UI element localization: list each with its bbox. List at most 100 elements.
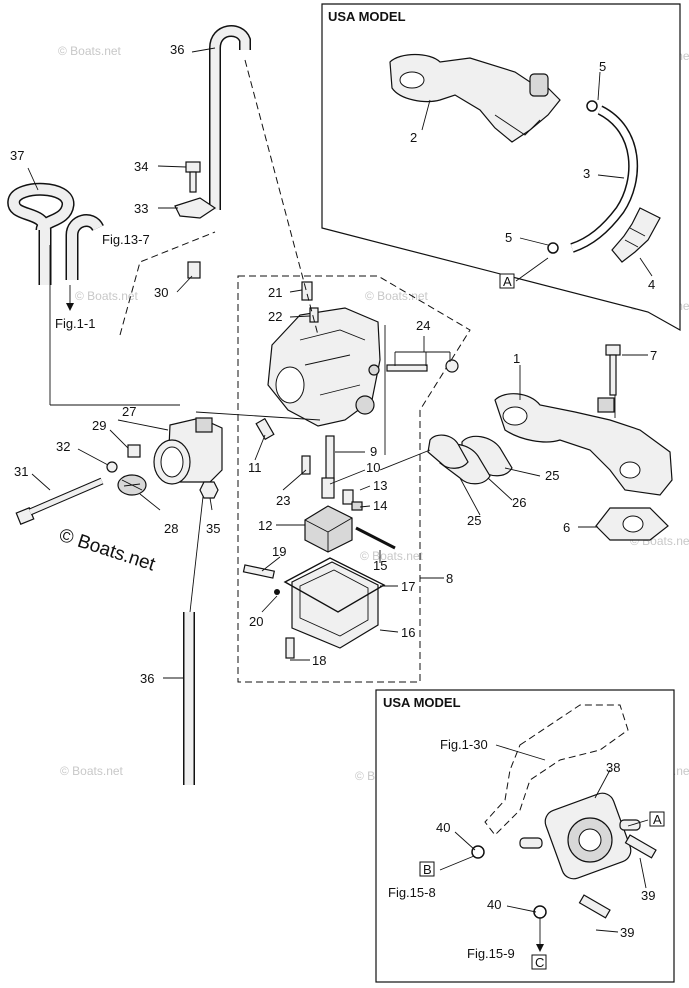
bolt-39: [578, 894, 611, 919]
bracket-33: [174, 197, 217, 219]
callout-11: 11: [248, 460, 262, 475]
pilot-screw-cap: [445, 359, 459, 373]
jet-23: [301, 455, 311, 475]
float-12: [304, 505, 353, 553]
callout-4: 4: [648, 277, 655, 292]
carburetor-assembly-outline: [237, 275, 471, 683]
o-ring-20: [274, 589, 280, 595]
bolt-7-head: [605, 344, 621, 356]
ref-fig-1-1: Fig.1-1: [55, 316, 95, 331]
callout-8: 8: [446, 571, 453, 586]
callout-5: 5: [599, 59, 606, 74]
marker-b-box: [419, 861, 435, 877]
screw-21: [301, 281, 313, 301]
needle-valve-13: [342, 489, 354, 505]
clip-5: [586, 100, 598, 112]
callout-5: 5: [505, 230, 512, 245]
drain-screw-19: [242, 564, 276, 579]
float-chamber: [283, 505, 386, 649]
callout-28: 28: [164, 521, 178, 536]
marker-c-box: [531, 954, 547, 970]
callout-2: 2: [410, 130, 417, 145]
clip-5: [547, 242, 559, 254]
intake-nipple: [529, 73, 549, 97]
ref-fig-15-8: Fig.15-8: [388, 885, 436, 900]
callout-36: 36: [140, 671, 154, 686]
carb-callouts: 21 22 24 11 9 10 13 14 23 12 15 17 8 16 …: [248, 285, 453, 668]
carb-leaders: [195, 289, 451, 661]
nut-35: [199, 481, 219, 499]
callout-10: 10: [366, 460, 380, 475]
throttle-cable-ref: [119, 231, 216, 336]
watermark-text: © Boats.net: [365, 289, 429, 303]
callout-30: 30: [154, 285, 168, 300]
carburetor-boss: [355, 395, 375, 415]
callout-39: 39: [641, 888, 655, 903]
carburetor-bore: [275, 366, 305, 404]
usa-model-top-box: USA MODEL A 2 5 3 5 4: [321, 3, 681, 332]
bolt-7: [609, 354, 617, 396]
bolt-39: [624, 834, 657, 859]
callout-32: 32: [56, 439, 70, 454]
left-side-parts: 36 37 34 33 Fig.13-7 30 Fig.1-1 27 29 32…: [7, 25, 319, 785]
callout-3: 3: [583, 166, 590, 181]
gasket-17: [283, 557, 386, 613]
watermark-text: © Boats.net: [60, 764, 124, 778]
callout-18: 18: [312, 653, 326, 668]
screw-18: [285, 637, 295, 659]
callout-25: 25: [545, 468, 559, 483]
clip-40: [471, 845, 485, 859]
callout-40: 40: [487, 897, 501, 912]
bracket-outline: [484, 704, 629, 836]
callout-1: 1: [513, 351, 520, 366]
small-parts: [242, 281, 459, 659]
intake-joint-2: [389, 53, 561, 143]
main-jet-10: [321, 477, 335, 499]
intake-port: [399, 71, 425, 89]
intake-manifold-group: 1 7 25 26 25 6: [379, 344, 673, 541]
marker-a: A: [653, 812, 662, 827]
callout-22: 22: [268, 309, 282, 324]
float-pin-15: [355, 526, 396, 550]
hose-joint-4: [611, 207, 661, 263]
callout-33: 33: [134, 201, 148, 216]
callout-6: 6: [563, 520, 570, 535]
watermark-text: © Boats.net: [360, 549, 424, 563]
collar-29: [127, 444, 141, 458]
ref-fig-13-7: Fig.13-7: [102, 232, 150, 247]
callout-16: 16: [401, 625, 415, 640]
callout-26: 26: [512, 495, 526, 510]
ref-fig-1-30: Fig.1-30: [440, 737, 488, 752]
callout-38: 38: [606, 760, 620, 775]
callout-21: 21: [268, 285, 282, 300]
callout-13: 13: [373, 478, 387, 493]
callout-24: 24: [416, 318, 430, 333]
fuel-pump-center: [578, 828, 602, 852]
watermark-text: © Boats.net: [75, 289, 139, 303]
callout-7: 7: [650, 348, 657, 363]
callout-17: 17: [401, 579, 415, 594]
pilot-screw-24: [386, 364, 428, 372]
callout-12: 12: [258, 518, 272, 533]
callout-36: 36: [170, 42, 184, 57]
callout-35: 35: [206, 521, 220, 536]
marker-b: B: [423, 862, 432, 877]
callout-15: 15: [373, 558, 387, 573]
clip-14: [351, 501, 363, 511]
fuel-pump-nipple: [519, 837, 543, 849]
usa-model-bottom-box: USA MODEL A B C Fig.1-30 38 40 F: [375, 689, 675, 983]
callout-34: 34: [134, 159, 148, 174]
callout-9: 9: [370, 444, 377, 459]
callout-25: 25: [467, 513, 481, 528]
screw-34-head: [185, 161, 201, 173]
box-title: USA MODEL: [328, 9, 406, 24]
watermark-text: © Boats.net: [58, 44, 122, 58]
callout-40: 40: [436, 820, 450, 835]
callout-37: 37: [10, 148, 24, 163]
callout-27: 27: [122, 404, 136, 419]
callout-29: 29: [92, 418, 106, 433]
callout-14: 14: [373, 498, 387, 513]
callout-23: 23: [276, 493, 290, 508]
callout-20: 20: [249, 614, 263, 629]
